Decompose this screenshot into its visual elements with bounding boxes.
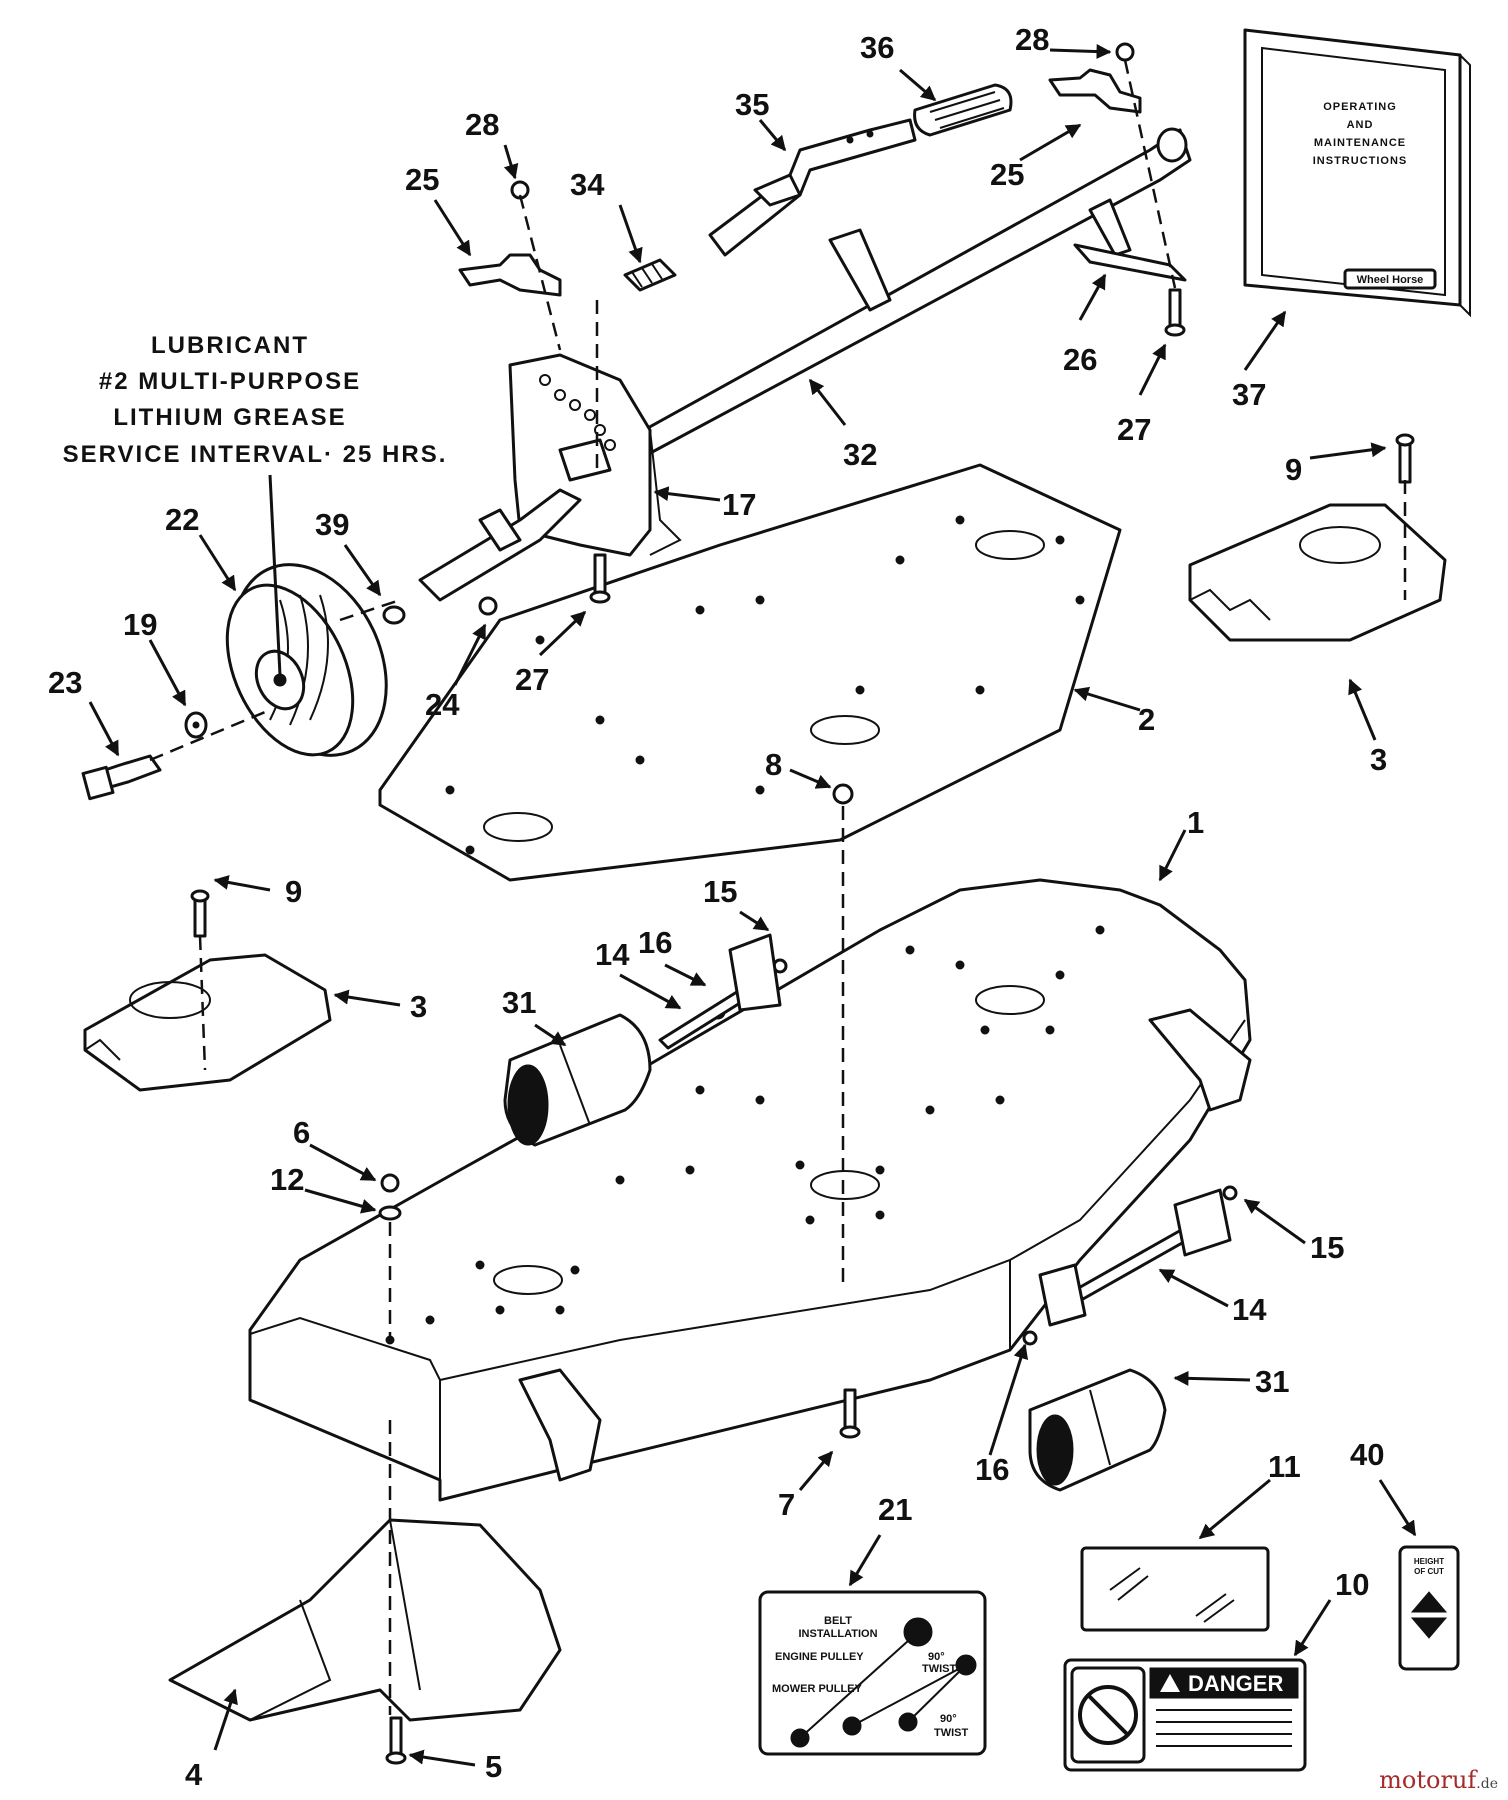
deck-mounting-holes: [385, 925, 1105, 1345]
spring-34: [623, 258, 677, 292]
discharge-baffle-4: [168, 1518, 562, 1722]
danger-decal-10: DANGER: [1063, 1658, 1307, 1772]
callout-16-lower: 16: [975, 1452, 1009, 1487]
callout-arrows: [88, 44, 1417, 1767]
watermark: motoruf.de: [1379, 1766, 1498, 1794]
callout-21: 21: [878, 1492, 912, 1527]
deck-top-plate: [378, 463, 1122, 882]
callout-15-lower: 15: [1310, 1230, 1344, 1265]
callout-14-lower: 14: [1232, 1292, 1267, 1327]
callout-labels: 36 28 35 25 28 25 34 37 26 27 32 17 22 3…: [48, 22, 1387, 1792]
operator-manual-37: OPERATING AND MAINTENANCE INSTRUCTIONS W…: [1243, 28, 1471, 318]
callout-28-right: 28: [1015, 22, 1049, 57]
height-decal-line2: OF CUT: [1414, 1567, 1444, 1576]
callout-6: 6: [293, 1115, 310, 1150]
callout-28-left: 28: [465, 107, 499, 142]
deck-rear-bracket-right: [1148, 1008, 1252, 1112]
callout-32: 32: [843, 437, 877, 472]
callout-19: 19: [123, 607, 157, 642]
lubricant-line4: SERVICE INTERVAL· 25 HRS.: [63, 441, 448, 468]
callout-25-right: 25: [990, 157, 1024, 192]
lubricant-line3: LITHIUM GREASE: [113, 404, 346, 431]
handle-grip-36: [913, 83, 1013, 137]
callout-31-upper: 31: [502, 985, 536, 1020]
hitch-arm-32: [588, 127, 1192, 482]
callout-9-right: 9: [1285, 452, 1302, 487]
callout-7: 7: [778, 1487, 795, 1522]
height-decal-line1: HEIGHT: [1414, 1557, 1444, 1566]
callout-3-right: 3: [1370, 742, 1387, 777]
belt-decal-engine-pulley: ENGINE PULLEY: [775, 1651, 864, 1663]
lift-lever-35: [708, 118, 917, 257]
callout-1: 1: [1187, 805, 1204, 840]
roller-31-upper: [503, 1013, 652, 1147]
callout-25-left: 25: [405, 162, 439, 197]
belt-decal-twist-bottom: 90°: [940, 1713, 957, 1725]
callout-14-upper: 14: [595, 937, 630, 972]
callout-8: 8: [765, 747, 782, 782]
belt-decal-twist-top-label: TWIST: [922, 1663, 956, 1675]
manual-line3: MAINTENANCE: [1314, 137, 1406, 149]
manual-line4: INSTRUCTIONS: [1313, 155, 1408, 167]
roller-31-lower: [1028, 1368, 1167, 1492]
callout-26: 26: [1063, 342, 1097, 377]
gauge-wheel-22: [225, 563, 388, 757]
spindle-cover-3-left: [83, 953, 332, 1092]
watermark-tld: .de: [1476, 1776, 1498, 1792]
callout-2: 2: [1138, 702, 1155, 737]
watermark-name: motoruf: [1379, 1766, 1477, 1794]
callout-15-upper: 15: [703, 874, 737, 909]
height-of-cut-decal-40: HEIGHT OF CUT: [1398, 1545, 1460, 1671]
callout-11: 11: [1268, 1449, 1301, 1484]
callout-24: 24: [425, 687, 460, 722]
callout-3-left: 3: [410, 989, 427, 1024]
lubricant-line2: #2 MULTI-PURPOSE: [99, 368, 361, 395]
callout-35: 35: [735, 87, 769, 122]
lubricant-note: LUBRICANT #2 MULTI-PURPOSE LITHIUM GREAS…: [63, 332, 448, 676]
lubricant-line1: LUBRICANT: [151, 332, 309, 359]
callout-34: 34: [570, 167, 605, 202]
callout-37: 37: [1232, 377, 1266, 412]
washer-19: [184, 711, 208, 739]
rod-14-upper: [658, 933, 782, 1050]
belt-installation-decal-21: BELT INSTALLATION ENGINE PULLEY MOWER PU…: [758, 1590, 987, 1756]
callout-31-lower: 31: [1255, 1364, 1289, 1399]
rod-14-lower: [1038, 1188, 1232, 1327]
danger-decal-word: DANGER: [1188, 1671, 1283, 1696]
callout-12: 12: [270, 1162, 304, 1197]
decal-11: [1080, 1546, 1270, 1632]
manual-line2: AND: [1347, 119, 1374, 131]
bracket-26: [1073, 243, 1187, 282]
bolts: [190, 288, 1415, 1765]
belt-decal-mower-pulley: MOWER PULLEY: [772, 1683, 862, 1695]
belt-decal-twist-bottom-label: TWIST: [934, 1727, 968, 1739]
callout-27-top: 27: [1117, 412, 1151, 447]
callout-36: 36: [860, 30, 894, 65]
wheel-arm-assembly: [418, 438, 612, 602]
manual-line1: OPERATING: [1323, 101, 1397, 113]
callout-10: 10: [1335, 1567, 1369, 1602]
callout-23: 23: [48, 665, 82, 700]
callout-22: 22: [165, 502, 199, 537]
belt-decal-twist-top: 90°: [928, 1651, 945, 1663]
callout-16-upper: 16: [638, 925, 672, 960]
clamp-25-right: [1048, 68, 1142, 114]
belt-decal-title2: INSTALLATION: [798, 1628, 877, 1640]
callout-9-left: 9: [285, 874, 302, 909]
assembly-guide-lines: [149, 59, 1407, 1715]
deck-front-bracket-left: [518, 1368, 602, 1482]
callout-5: 5: [485, 1749, 502, 1784]
callout-4: 4: [185, 1757, 203, 1792]
callout-40: 40: [1350, 1437, 1384, 1472]
callout-27-middle: 27: [515, 662, 549, 697]
belt-decal-title1: BELT: [824, 1615, 852, 1627]
clamp-25-left: [458, 253, 562, 297]
callout-17: 17: [722, 487, 756, 522]
manual-brand-logo: Wheel Horse: [1357, 274, 1424, 286]
spindle-cover-3-right: [1188, 503, 1447, 642]
callout-39: 39: [315, 507, 349, 542]
axle-bolt-23: [81, 754, 162, 801]
